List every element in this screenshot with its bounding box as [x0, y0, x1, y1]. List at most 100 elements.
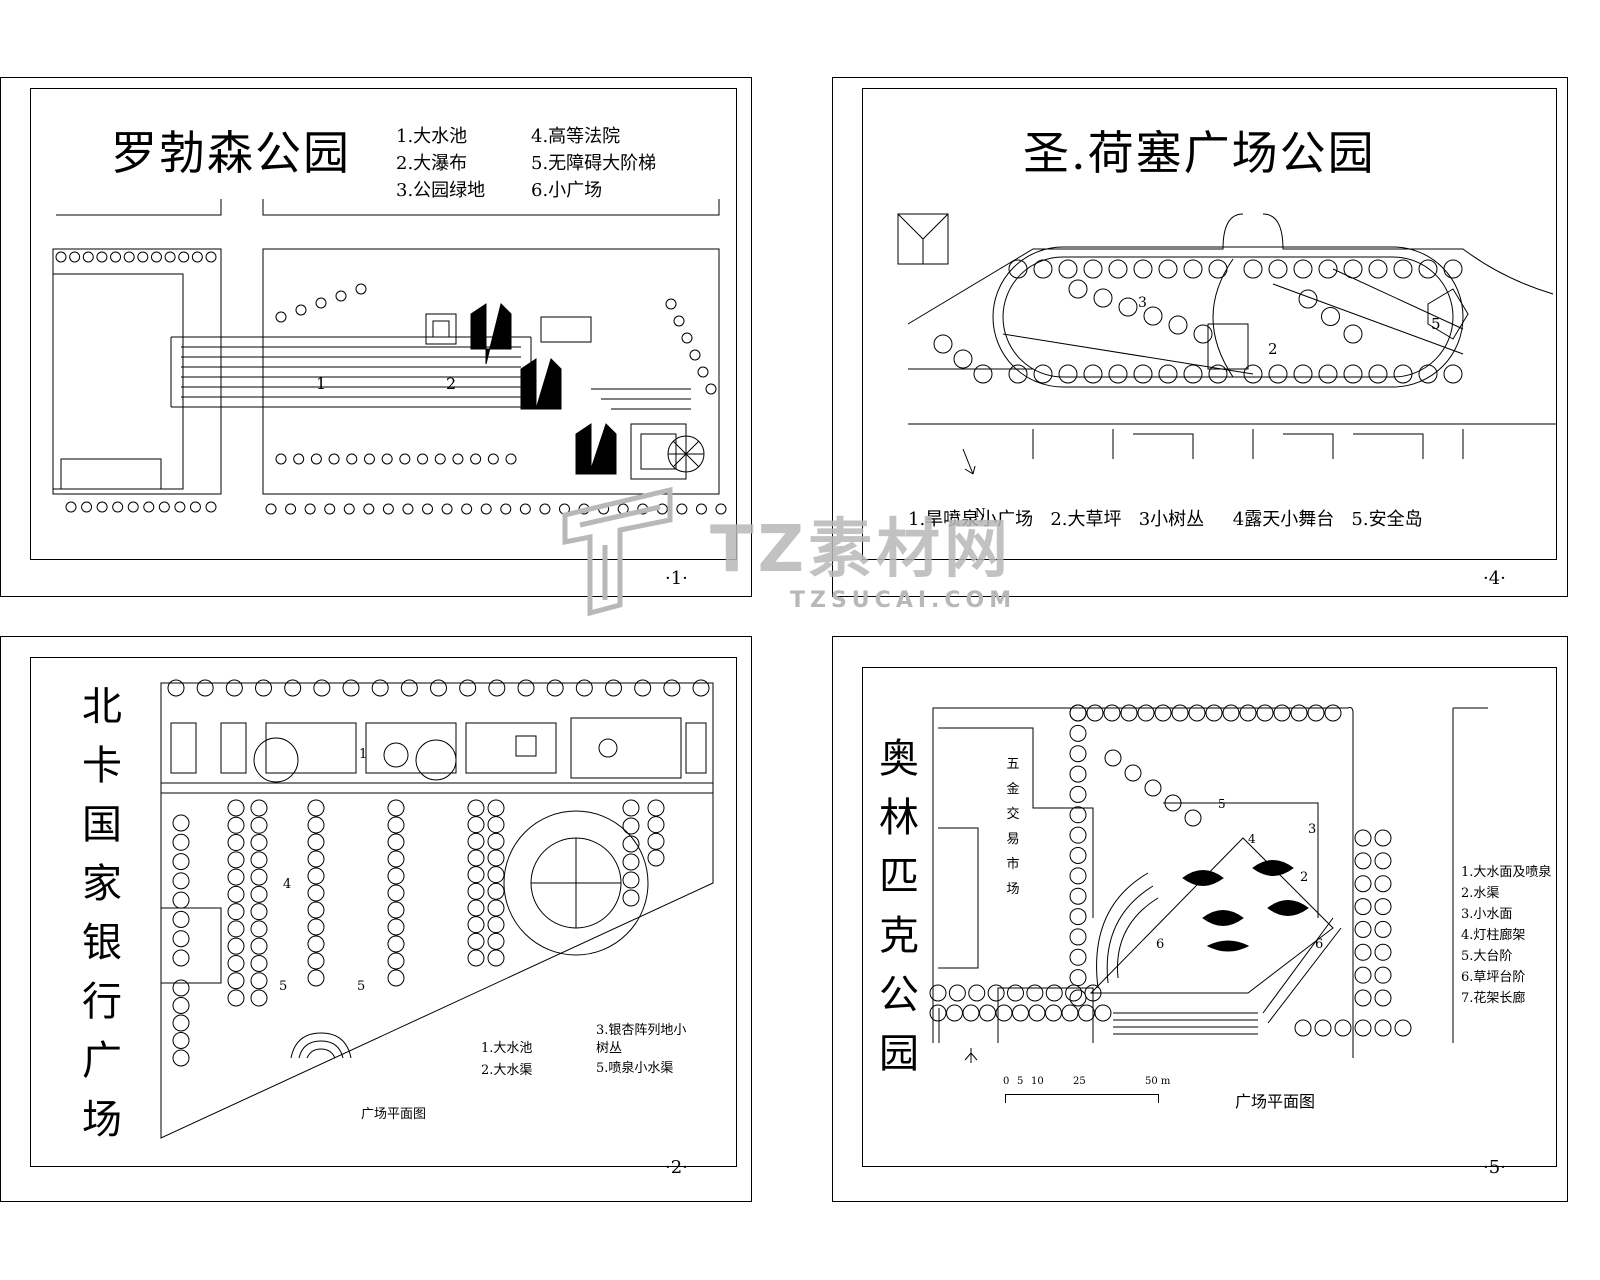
tree-symbol: [81, 501, 93, 513]
tree-symbol: [172, 930, 190, 948]
tree-symbol: [172, 979, 190, 997]
tree-symbol: [275, 453, 287, 465]
tree-symbol: [647, 849, 665, 867]
tree-symbol: [387, 833, 405, 851]
tree-symbol: [1008, 259, 1028, 279]
tree-symbol: [1393, 259, 1413, 279]
tree-symbol: [307, 850, 325, 868]
tree-symbol: [461, 503, 473, 515]
watermark-brand: TZ素材网: [710, 513, 1013, 587]
tree-symbol: [953, 349, 973, 369]
tree-symbol: [487, 799, 505, 817]
tree-symbol: [519, 503, 531, 515]
tree-symbol: [1205, 704, 1223, 722]
tree-symbol: [189, 501, 201, 513]
svg-text:6: 6: [1315, 937, 1323, 952]
tree-symbol: [470, 453, 482, 465]
tree-symbol: [1418, 259, 1438, 279]
tree-symbol: [1045, 984, 1063, 1002]
tree-symbol: [929, 1004, 947, 1022]
svg-text:2: 2: [1300, 870, 1308, 885]
tree-symbol: [1222, 704, 1240, 722]
tree-symbol: [689, 349, 701, 361]
tree-symbol: [295, 304, 307, 316]
tree-symbol: [1354, 898, 1372, 916]
legend: 1.大水面及喷泉 2.水渠 3.小水面 4.灯柱廊架 5.大台阶 6.草坪台阶 …: [1461, 865, 1552, 1006]
tree-symbol: [1083, 259, 1103, 279]
tree-symbol: [55, 251, 67, 263]
building-label: 五金交易市场: [1006, 757, 1020, 897]
tree-symbol: [467, 799, 485, 817]
tree-symbol: [1069, 745, 1087, 763]
tree-symbol: [575, 679, 593, 697]
tree-symbol: [517, 679, 535, 697]
tree-symbol: [1078, 1004, 1095, 1022]
tree-symbol: [1374, 989, 1392, 1007]
tree-symbol: [1164, 794, 1182, 812]
tree-symbol: [307, 884, 325, 902]
tree-symbol: [487, 899, 505, 917]
tree-symbol: [1239, 704, 1257, 722]
tree-symbol: [467, 932, 485, 950]
svg-text:6: 6: [1156, 937, 1164, 952]
tree-symbol: [1208, 259, 1228, 279]
tree-symbol: [1298, 289, 1318, 309]
tree-symbol: [968, 984, 986, 1002]
tree-symbol: [1374, 852, 1392, 870]
tree-symbol: [1256, 704, 1274, 722]
tree-symbol: [467, 866, 485, 884]
tree-symbol: [1374, 875, 1392, 893]
legend-col-1: 1.大水池 2.大水渠: [481, 1041, 533, 1078]
tree-symbol: [172, 997, 190, 1014]
tree-symbol: [1318, 364, 1338, 384]
tree-symbol: [487, 849, 505, 867]
tree-symbol: [1033, 364, 1053, 384]
tree-symbol: [1124, 764, 1142, 782]
tree-symbol: [487, 949, 505, 967]
tree-symbol: [1069, 989, 1087, 1007]
tree-symbol: [335, 290, 347, 302]
tree-symbol: [1394, 1019, 1412, 1037]
tree-symbol: [304, 503, 316, 515]
tree-symbol: [1354, 1019, 1372, 1037]
tree-symbol: [452, 453, 464, 465]
tree-symbol: [172, 910, 190, 928]
tree-symbol: [1318, 259, 1338, 279]
tree-symbol: [1171, 704, 1189, 722]
tree-symbol: [505, 453, 517, 465]
tree-symbol: [307, 901, 325, 919]
tree-symbol: [355, 283, 367, 295]
tree-symbol: [539, 503, 551, 515]
tree-symbol: [1137, 704, 1155, 722]
tree-symbol: [172, 949, 190, 967]
tree-symbol: [363, 453, 375, 465]
tree-symbol: [1133, 364, 1153, 384]
tree-symbol: [1083, 364, 1103, 384]
tree-symbol: [1314, 1019, 1332, 1037]
tree-symbol: [1108, 259, 1128, 279]
tree-symbol: [110, 251, 122, 263]
tree-symbol: [1104, 749, 1122, 767]
tree-symbol: [227, 937, 245, 955]
tree-symbol: [1374, 920, 1392, 938]
tree-symbol: [430, 679, 447, 697]
tree-symbol: [1026, 984, 1044, 1002]
tree-symbol: [174, 501, 186, 513]
tree-symbol: [250, 972, 268, 990]
tree-symbol: [1368, 364, 1388, 384]
svg-text:5: 5: [279, 979, 287, 994]
tree-symbol: [948, 984, 966, 1002]
tree-symbol: [1069, 765, 1087, 783]
tree-symbol: [647, 816, 665, 834]
tree-symbol: [1069, 908, 1087, 926]
tree-symbol: [310, 453, 322, 465]
tree-symbol: [172, 1014, 190, 1032]
tree-symbol: [250, 885, 268, 903]
tree-symbol: [65, 501, 77, 513]
tree-symbol: [459, 679, 477, 697]
tree-symbol: [1290, 704, 1308, 722]
san-jose-plaza-plan: 5 2 3 N: [897, 213, 1556, 520]
tree-symbol: [371, 679, 389, 697]
tree-symbol: [487, 916, 505, 934]
tree-symbol: [250, 816, 268, 834]
